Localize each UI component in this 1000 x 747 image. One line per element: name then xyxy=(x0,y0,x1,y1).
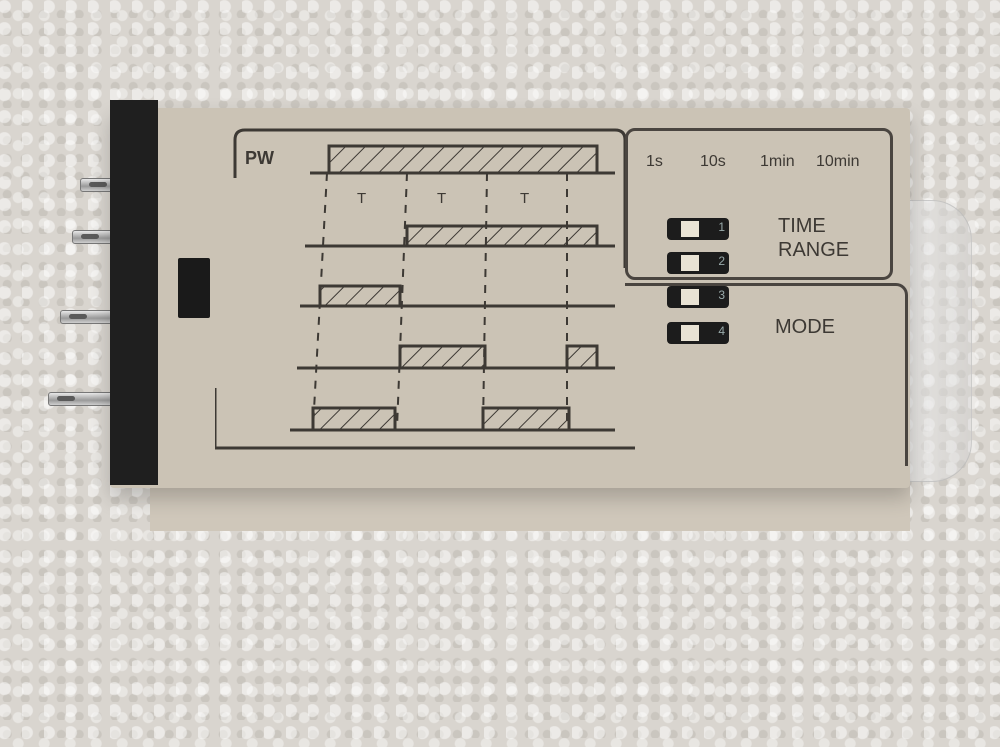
time-range-title-1: TIME xyxy=(778,215,826,237)
mode-title: MODE xyxy=(775,316,835,338)
dip-switch-3[interactable]: 3 xyxy=(667,286,729,308)
indicator-window xyxy=(178,258,210,318)
mode-panel: MODE xyxy=(625,283,908,466)
time-range-title-2: RANGE xyxy=(778,239,850,261)
pin-4 xyxy=(48,392,130,406)
range-1min-label: 1min xyxy=(760,153,795,170)
range-10s-label: 10s xyxy=(700,153,726,170)
pw-label: PW xyxy=(245,148,274,168)
dip-switch-2[interactable]: 2 xyxy=(667,252,729,274)
interval-label-2: T xyxy=(437,190,447,207)
time-range-panel: 1s 10s 1min 10min TIME RANGE xyxy=(625,128,893,280)
interval-label-1: T xyxy=(357,190,367,207)
dip-switch-4[interactable]: 4 xyxy=(667,322,729,344)
range-1s-label: 1s xyxy=(646,153,663,170)
interval-label-3: T xyxy=(520,190,530,207)
dip-switch-1[interactable]: 1 xyxy=(667,218,729,240)
range-10min-label: 10min xyxy=(816,153,860,170)
front-label: PW T T T 1s 10s 1min 10min TIME RANGE MO… xyxy=(215,118,908,466)
timing-chart xyxy=(215,128,635,450)
relay-base xyxy=(110,100,158,485)
